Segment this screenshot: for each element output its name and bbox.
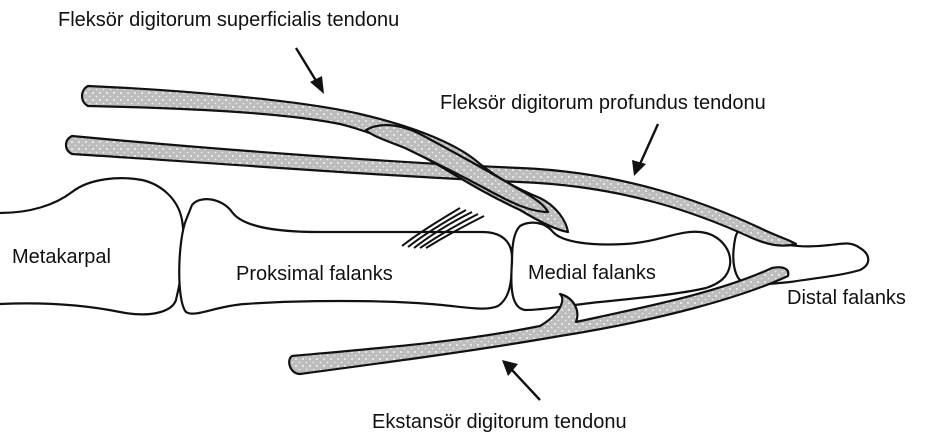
proximal-phalanx-label: Proksimal falanks [236, 264, 393, 284]
fdp-arrow [632, 124, 658, 176]
distal-phalanx-label: Distal falanks [787, 288, 906, 308]
metacarpal-label: Metakarpal [12, 247, 111, 267]
fds-tendon-label: Fleksör digitorum superficialis tendonu [58, 10, 399, 30]
extensor-arrow [502, 360, 540, 400]
medial-phalanx-label: Medial falanks [528, 263, 656, 283]
fds-arrow [296, 48, 324, 94]
fdp-tendon-label: Fleksör digitorum profundus tendonu [440, 93, 766, 113]
extensor-tendon-label: Ekstansör digitorum tendonu [372, 412, 627, 432]
